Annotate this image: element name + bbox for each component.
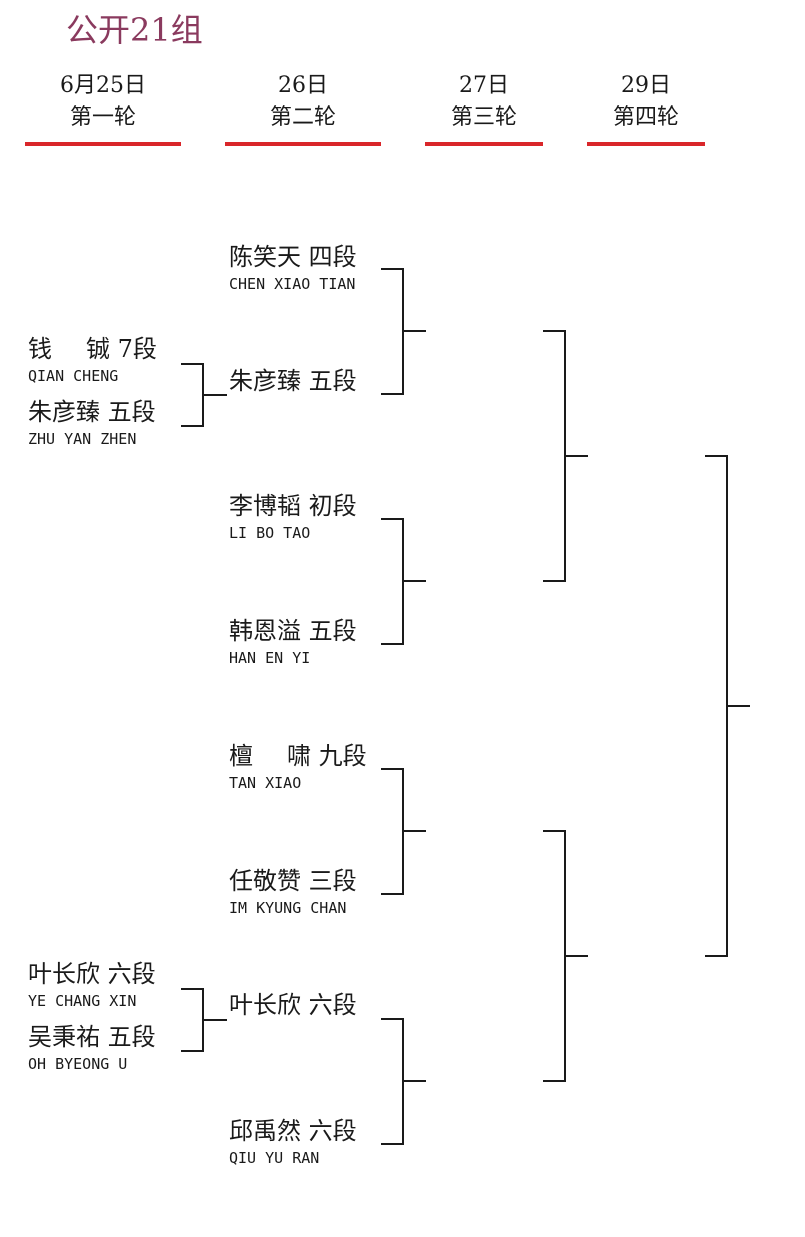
bracket-connector-r2-1 — [381, 268, 426, 395]
player-name: 韩恩溢 五段 — [229, 617, 357, 645]
player-zhu-yan-zhen-advanced: 朱彦臻 五段 — [229, 366, 357, 396]
player-han-en-yi: 韩恩溢 五段 HAN EN YI — [229, 616, 357, 668]
round-date: 6月25日 — [60, 73, 146, 98]
player-name: 朱彦臻 五段 — [229, 367, 357, 395]
round-name: 第二轮 — [269, 105, 336, 130]
player-romanized: CHEN XIAO TIAN — [229, 275, 356, 293]
bracket-connector-r2-3 — [381, 768, 426, 895]
player-name: 陈笑天 四段 — [229, 243, 357, 271]
round-name: 第四轮 — [612, 105, 679, 130]
round-date: 27日 — [459, 73, 509, 98]
player-qiu-yu-ran: 邱禹然 六段 QIU YU RAN — [229, 1116, 357, 1168]
bracket-connector-r2-2 — [381, 518, 426, 645]
round-underline — [225, 142, 381, 146]
player-name: 邱禹然 六段 — [229, 1117, 357, 1145]
player-romanized: LI BO TAO — [229, 524, 311, 542]
player-name: 钱铖 7段 — [28, 335, 157, 363]
player-name: 朱彦臻 五段 — [28, 398, 156, 426]
bracket-connector-r3-bottom — [543, 830, 588, 1082]
player-romanized: QIU YU RAN — [229, 1149, 320, 1167]
bracket-connector-r1-bottom — [181, 988, 227, 1052]
player-qian-cheng: 钱铖 7段 QIAN CHENG — [28, 334, 157, 386]
player-romanized: ZHU YAN ZHEN — [28, 430, 137, 448]
player-tan-xiao: 檀啸 九段 TAN XIAO — [229, 741, 367, 793]
round-header-2: 26日 第二轮 — [228, 70, 378, 134]
player-name: 李博韬 初段 — [229, 492, 357, 520]
player-ye-chang-xin-advanced: 叶长欣 六段 — [229, 990, 357, 1020]
player-im-kyung-chan: 任敬赞 三段 IM KYUNG CHAN — [229, 866, 357, 918]
player-chen-xiao-tian: 陈笑天 四段 CHEN XIAO TIAN — [229, 242, 357, 294]
round-date: 26日 — [278, 73, 328, 98]
player-romanized: OH BYEONG U — [28, 1055, 128, 1073]
player-ye-chang-xin: 叶长欣 六段 YE CHANG XIN — [28, 959, 156, 1011]
bracket-connector-r2-4 — [381, 1018, 426, 1145]
player-name: 任敬赞 三段 — [229, 867, 357, 895]
bracket-connector-r4 — [705, 455, 750, 957]
round-underline — [25, 142, 181, 146]
player-name: 吴秉祐 五段 — [28, 1023, 156, 1051]
round-header-3: 27日 第三轮 — [426, 70, 542, 134]
player-romanized: IM KYUNG CHAN — [229, 899, 347, 917]
round-date: 29日 — [621, 73, 671, 98]
player-romanized: HAN EN YI — [229, 649, 311, 667]
round-header-4: 29日 第四轮 — [588, 70, 704, 134]
bracket-connector-r3-top — [543, 330, 588, 582]
player-name: 檀啸 九段 — [229, 742, 367, 770]
player-romanized: QIAN CHENG — [28, 367, 119, 385]
player-li-bo-tao: 李博韬 初段 LI BO TAO — [229, 491, 357, 543]
round-name: 第一轮 — [69, 105, 136, 130]
round-underline — [587, 142, 705, 146]
player-zhu-yan-zhen: 朱彦臻 五段 ZHU YAN ZHEN — [28, 397, 156, 449]
round-header-1: 6月25日 第一轮 — [28, 70, 178, 134]
round-name: 第三轮 — [450, 105, 517, 130]
player-name: 叶长欣 六段 — [28, 960, 156, 988]
player-romanized: YE CHANG XIN — [28, 992, 137, 1010]
group-title: 公开21组 — [66, 11, 203, 49]
bracket-connector-r1-top — [181, 363, 227, 427]
player-name: 叶长欣 六段 — [229, 991, 357, 1019]
player-romanized: TAN XIAO — [229, 774, 302, 792]
player-oh-byeong-u: 吴秉祐 五段 OH BYEONG U — [28, 1022, 156, 1074]
round-underline — [425, 142, 543, 146]
